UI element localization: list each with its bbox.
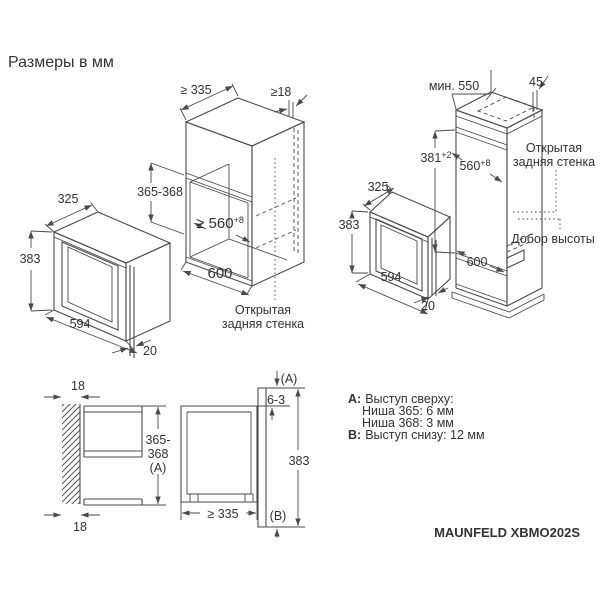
dim-oven-depth: 325 [58,192,79,206]
dim-niche-panel-min: ≥18 [271,85,292,99]
legend-line-a-row1: Ниша 365: 6 мм [362,404,454,418]
dim-niche-height-range: 365-368 [137,185,183,199]
dim-section-niche-height: 365-368(A) [145,433,170,475]
dim-wall-gap-top: 18 [71,379,85,393]
wall-section-drawing: 18 18 365-368(A) [44,379,171,534]
dim-column-oven-height: 383 [339,218,360,232]
column-filler-label: Добор высоты [511,232,595,246]
dim-column-oven-depth: 325 [368,180,389,194]
column-oven-iso: 325 383 594 20 [339,180,452,315]
callout-b-label: (B) [270,509,287,523]
wall-hatch [62,404,80,504]
dim-niche-front-width: 600 [207,265,232,282]
dim-column-oven-width: 594 [381,270,402,284]
dim-niche-inner-width: ≥ 560+8 [196,215,244,232]
legend-line-a: A:Выступ сверху: [348,392,454,406]
dim-column-niche-height: 381+2 [420,150,451,165]
dim-top-protrusion: 6-3 [267,393,285,407]
dim-column-inner-width: 560+8 [459,158,490,173]
dim-wall-gap-bottom: 18 [73,520,87,534]
dim-column-front-width: 600 [467,255,488,269]
oven-iso-drawing: 325 383 594 20 [20,192,172,358]
dim-oven-height: 383 [20,252,41,266]
dim-oven-width: 594 [70,317,91,331]
legend-line-b: B:Выступ снизу: 12 мм [348,428,485,442]
oven-section-drawing: (A) 6-3 383 ≥ 335 (B) [180,371,310,538]
dim-oven-frame: 20 [143,344,157,358]
model-label: MAUNFELD XBMO202S [434,525,580,540]
dim-section-height: 383 [289,454,310,468]
oven-foot [244,493,254,503]
dim-column-depth-min: мин. 550 [429,79,479,93]
dim-section-depth-min: ≥ 335 [207,507,238,521]
legend: A:Выступ сверху: Ниша 365: 6 мм Ниша 368… [348,392,485,442]
dim-column-oven-frame: 20 [421,299,435,313]
callout-a-label: (A) [281,372,298,386]
oven-foot [189,493,199,503]
legend-line-a-row2: Ниша 368: 3 мм [362,416,454,430]
page-title: Размеры в мм [8,54,114,71]
dim-column-top-reveal: 45 [529,75,543,89]
dim-niche-depth-min: ≥ 335 [180,83,211,97]
